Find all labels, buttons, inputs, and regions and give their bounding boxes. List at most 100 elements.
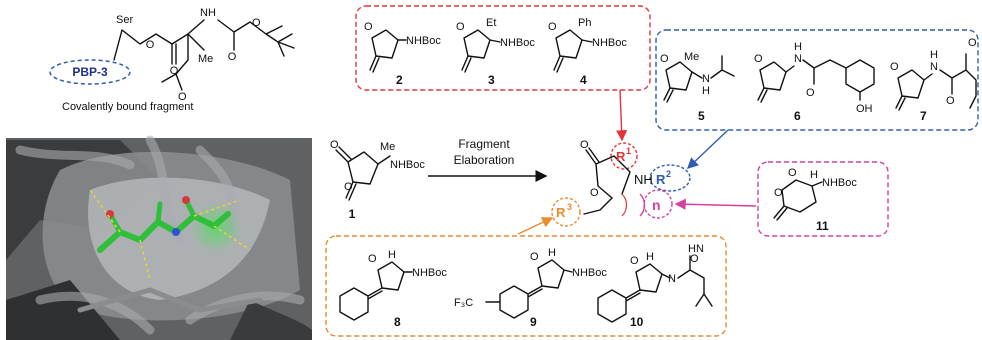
- c9-cf3: F₃C: [454, 297, 473, 309]
- compound-number-5: 5: [698, 109, 705, 123]
- c1-exo-methylene: [345, 181, 357, 201]
- c5-n-bond: [691, 71, 703, 79]
- c10-h: H: [646, 251, 654, 263]
- compound-9: O F₃C H NHBoc 9: [454, 247, 607, 329]
- compound-number-1: 1: [349, 207, 356, 221]
- c10-n: N: [668, 273, 676, 285]
- c5-o-carbonyl: O: [660, 53, 669, 65]
- core-co: [585, 149, 597, 165]
- c9-h: H: [548, 247, 556, 259]
- covalent-fragment-structure: PBP-3 Ser O O NH Me O O O Covalently bou…: [49, 7, 295, 113]
- quaternary-bonds: [161, 19, 205, 91]
- c10-benzylidene: [597, 289, 641, 323]
- compound-number-4: 4: [580, 73, 587, 87]
- core-o-ring: O: [590, 187, 599, 199]
- ribbon-strands: [15, 135, 305, 335]
- compound-2: O NHBoc 2: [364, 21, 441, 87]
- compound-number-11: 11: [816, 219, 829, 233]
- c7-h: H: [930, 49, 938, 61]
- c11-o-ring: O: [774, 187, 783, 199]
- c6-exo: [757, 87, 768, 103]
- r2-ellipse: [649, 164, 691, 192]
- c2-ring: [371, 29, 399, 59]
- arrow-label-line1: Fragment: [458, 137, 510, 151]
- r1-label: R: [616, 149, 626, 164]
- c7-exo: [895, 95, 906, 111]
- n-bracket-red: [621, 193, 628, 217]
- c9-n-bond: [563, 269, 573, 273]
- orange-arrow: [517, 217, 554, 235]
- c10-ring: [635, 263, 663, 293]
- ligand-nitrogen: [172, 228, 180, 236]
- c7-o-amide: O: [946, 95, 955, 107]
- fragment-nh: NH: [200, 7, 216, 19]
- c8-nhboc: NHBoc: [412, 267, 447, 279]
- c6-arylacetyl: [802, 59, 875, 101]
- crystal-structure-image: [6, 135, 312, 340]
- c11-n-bond: [811, 181, 823, 187]
- c1-co-2: [338, 146, 352, 160]
- c8-h: H: [388, 249, 396, 261]
- c3-ring: [463, 29, 491, 59]
- c1-ring: [347, 151, 379, 185]
- c10-leucine: [677, 255, 713, 307]
- blue-dashed-box: [655, 29, 979, 131]
- c6-h: H: [794, 41, 802, 53]
- compound-number-8: 8: [394, 315, 401, 329]
- ser-linker-bonds: [113, 29, 189, 61]
- c6-o-carbonyl: O: [754, 53, 763, 65]
- n-label: n: [652, 197, 661, 213]
- c1-o-carbonyl: O: [330, 139, 339, 151]
- ketone-o: O: [178, 91, 187, 103]
- red-dashed-box: [355, 5, 651, 91]
- arrow-label-line2: Elaboration: [454, 153, 515, 167]
- c1-n-bond: [377, 155, 391, 165]
- compound-number-9: 9: [530, 315, 537, 329]
- compound-5: O Me N H 5: [660, 51, 735, 123]
- blue-arrow: [686, 129, 729, 169]
- compound-6: O N H O OH 6: [754, 41, 875, 123]
- c3-nhboc: NHBoc: [500, 37, 535, 49]
- c9-aryl: [485, 285, 543, 319]
- c5-ring: [665, 61, 693, 91]
- core-exo: [583, 197, 613, 215]
- fragment-me: Me: [198, 53, 213, 65]
- core-o-carbonyl: O: [580, 139, 589, 151]
- c7-n-bond: [923, 73, 933, 81]
- c8-ring: [377, 261, 405, 291]
- ligand-oxygen-2: [182, 196, 190, 204]
- c4-exo: [553, 55, 564, 73]
- compound-number-7: 7: [920, 109, 927, 123]
- compound-11: O O H NHBoc 11: [773, 167, 857, 233]
- residue-sticks: [77, 287, 263, 313]
- c5-exo: [663, 87, 674, 103]
- c6-oh: OH: [856, 103, 873, 115]
- ligand-sticks: [97, 211, 231, 253]
- c11-o-carbonyl: O: [788, 167, 797, 179]
- boc-carbonyl-o: O: [228, 51, 237, 63]
- c5-me: Me: [684, 51, 699, 63]
- c10-n-bond: [661, 273, 671, 279]
- compound-number-2: 2: [396, 73, 403, 87]
- compound-4: O Ph NHBoc 4: [548, 17, 627, 87]
- c7-ring: [897, 69, 925, 99]
- c9-nhboc: NHBoc: [572, 267, 607, 279]
- c8-o-carbonyl: O: [368, 253, 377, 265]
- compound-number-6: 6: [794, 109, 801, 123]
- c10-hn: HN: [688, 243, 704, 255]
- c7-o-carbonyl: O: [890, 61, 899, 73]
- red-arrow: [616, 89, 628, 142]
- c3-exo: [461, 55, 472, 73]
- c4-ph: Ph: [578, 17, 591, 29]
- c1-o-ring: O: [344, 181, 353, 193]
- r1-circle: [610, 142, 638, 170]
- c5-h: H: [702, 85, 710, 97]
- core-nh: NH: [634, 172, 653, 187]
- c10-o-carbonyl: O: [630, 255, 639, 267]
- r3-label: R: [556, 205, 566, 220]
- c9-o-carbonyl: O: [530, 251, 539, 263]
- c11-exo: [773, 205, 788, 221]
- core-ring: [595, 155, 631, 199]
